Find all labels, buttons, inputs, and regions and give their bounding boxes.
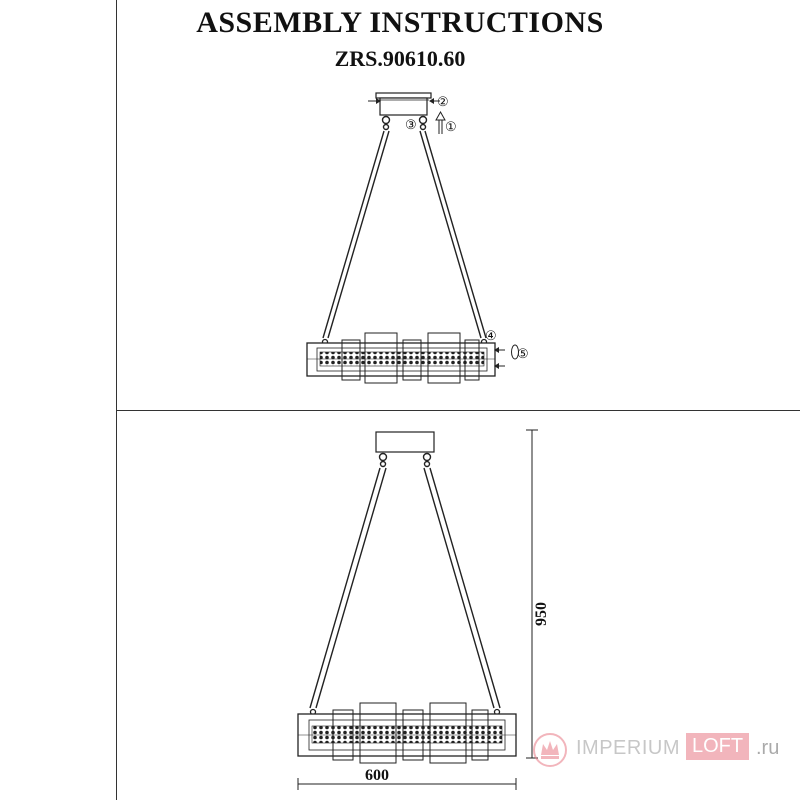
assembly-diagram: ② ③ ① ④ ⑤ xyxy=(306,92,529,384)
suspension-rods xyxy=(321,130,488,346)
ceiling-canopy-2 xyxy=(375,431,435,453)
frame-left-border xyxy=(116,0,117,800)
step-marker-4: ④ xyxy=(485,328,497,343)
step-marker-5: ⑤ xyxy=(517,346,529,361)
ceiling-canopy xyxy=(368,92,440,116)
bulb-arrows xyxy=(494,344,519,369)
suspension-hooks xyxy=(381,115,428,131)
lift-arrow xyxy=(435,110,446,134)
height-dimension-line xyxy=(526,429,538,759)
model-code: ZRS.90610.60 xyxy=(334,46,466,71)
fixture-body-2 xyxy=(297,702,517,764)
watermark-loft: LOFT xyxy=(686,733,750,760)
fixture-body xyxy=(306,332,496,384)
crown-logo-icon xyxy=(533,733,567,767)
width-dimension-line xyxy=(297,778,517,790)
watermark-brand: IMPERIUM xyxy=(576,737,680,759)
suspension-rods-2 xyxy=(309,467,501,716)
step-marker-2: ② xyxy=(437,94,449,109)
step-marker-3: ③ xyxy=(405,117,417,132)
step-marker-1: ① xyxy=(445,119,457,134)
suspension-hooks-2 xyxy=(378,452,432,468)
watermark-tld: .ru xyxy=(756,737,780,759)
height-dimension-label: 950 xyxy=(533,602,550,626)
width-dimension-label: 600 xyxy=(365,767,389,784)
frame-divider xyxy=(116,410,800,411)
dimension-diagram: 950 600 xyxy=(297,429,550,790)
page-title: ASSEMBLY INSTRUCTIONS xyxy=(196,6,604,39)
watermark: IMPERIUM LOFT .ru xyxy=(528,728,790,772)
